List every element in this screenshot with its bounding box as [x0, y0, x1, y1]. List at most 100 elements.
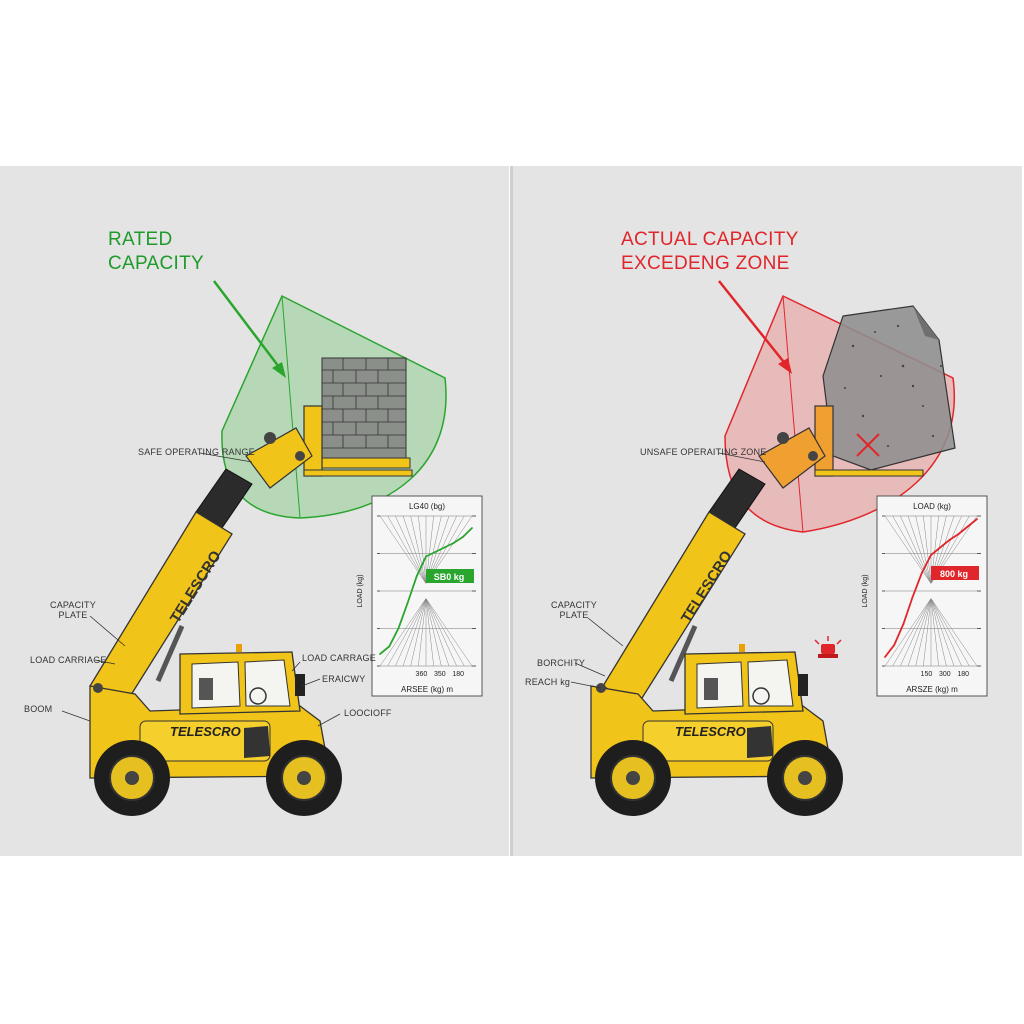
boom-label: BOOM	[24, 704, 53, 714]
reach-label: REACH kg	[525, 677, 571, 687]
leader-lines	[61, 452, 341, 727]
chart-point	[471, 527, 473, 529]
body-text-unsafe: TELESCRO	[675, 724, 746, 739]
unsafe-zone-label: UNSAFE OPERAITING ZONE	[640, 447, 767, 457]
forks-unsafe	[814, 469, 924, 477]
chart-fan-line	[907, 598, 932, 667]
chart-point	[388, 645, 391, 648]
chart-point	[930, 554, 932, 556]
chart-xlabel: ARSEE (kg) m	[401, 685, 453, 694]
warning-beacon-icon	[814, 636, 842, 658]
panel-unsafe: TELESCRO TELESCRO	[513, 166, 1022, 856]
rated-capacity-title: RATED CAPACITY	[108, 229, 205, 274]
chart-threshold-bar	[931, 566, 979, 580]
chart-threshold-bar	[426, 569, 474, 583]
load-carriage	[303, 405, 323, 477]
chart-fan-line	[387, 598, 427, 667]
chart-ylabel: LOAD (kg)	[862, 574, 869, 607]
chart-fan-line	[915, 598, 932, 667]
chart-point	[884, 656, 886, 658]
chart-point	[461, 536, 464, 538]
chart-point	[406, 602, 409, 604]
chart-fan-line	[418, 598, 427, 667]
chart-point	[443, 546, 446, 549]
chart-point	[434, 551, 437, 553]
chart-frame	[371, 495, 483, 697]
chart-point	[920, 572, 923, 574]
chart-point	[379, 653, 381, 655]
chart-fan-line	[900, 598, 932, 667]
chart-fan-line	[410, 515, 427, 584]
panel-safe: TELESCRO TELESCRO	[0, 166, 509, 856]
chart-x-tick-label: 180	[452, 671, 464, 678]
chart-title: LOAD (kg)	[913, 502, 951, 511]
safe-scene: TELESCRO TELESCRO	[61, 280, 483, 816]
safe-zone-edge	[281, 295, 301, 519]
front-wheel	[94, 740, 170, 816]
rear-wheel	[266, 740, 342, 816]
chart-fan-line	[425, 598, 465, 667]
chart-point	[966, 525, 969, 528]
chart-xlabel: ARSZE (kg) m	[906, 685, 958, 694]
chart-point	[397, 627, 400, 630]
chart-fan-line	[930, 598, 939, 667]
chart-fan-line	[915, 515, 932, 584]
chart-fan-line	[410, 598, 427, 667]
chart-fan-line	[395, 598, 427, 667]
body-text: TELESCRO	[170, 724, 241, 739]
chart-fan-line	[892, 515, 932, 584]
load-carriage-unsafe	[814, 405, 834, 477]
chart-fan-line	[425, 598, 457, 667]
chart-x-tick-label: 350	[434, 671, 446, 678]
chart-fan-line	[923, 598, 932, 667]
eraicwy-label: ERAICWY	[322, 674, 366, 684]
chart-fan-line	[425, 598, 473, 667]
chart-fan-line	[900, 515, 932, 584]
brick-load	[317, 357, 411, 469]
load-carriage-label: LOAD CARRIAGE	[30, 655, 107, 665]
safe-arrow-head	[272, 362, 286, 378]
chart-fan-line	[923, 515, 932, 584]
front-wheel-unsafe	[595, 740, 671, 816]
chart-threshold-label: 800 kg	[940, 569, 968, 579]
chart-point	[415, 575, 418, 577]
chart-point	[976, 518, 978, 520]
borchity-label: BORCHITY	[537, 658, 586, 668]
chart-fan-line	[930, 598, 947, 667]
chart-fan-line	[425, 598, 434, 667]
chart-point	[911, 596, 914, 598]
chart-point	[939, 546, 942, 549]
actual-capacity-title: ACTUAL CAPACITY EXCEDENG ZONE	[621, 229, 799, 274]
chart-point	[893, 644, 896, 646]
safe-arrow	[213, 280, 283, 372]
chart-fan-line	[930, 598, 962, 667]
unsafe-arrow-head	[778, 358, 792, 374]
chart-point	[948, 539, 951, 541]
safe-range-label: SAFE OPERATING RANGE	[138, 447, 255, 457]
panel-divider	[510, 166, 513, 856]
loocioff-label: LOOCIOFF	[344, 708, 392, 718]
chart-fan-line	[425, 598, 450, 667]
chart-fan-line	[395, 515, 427, 584]
chart-x-tick-label: 300	[939, 671, 951, 678]
unsafe-scene: TELESCRO TELESCRO	[570, 280, 988, 816]
chart-fan-line	[930, 598, 978, 667]
chart-threshold-label: SB0 kg	[434, 572, 465, 582]
chart-fan-line	[884, 598, 932, 667]
chart-title: LG40 (bg)	[409, 502, 445, 511]
chart-fan-line	[884, 515, 932, 584]
chart-fan-line	[402, 598, 427, 667]
chart-frame	[876, 495, 988, 697]
chart-x-tick-label: 150	[921, 671, 933, 678]
chart-x-tick-label: 360	[416, 671, 428, 678]
chart-fan-line	[930, 598, 970, 667]
capacity-plate-label: CAPACITY PLATE	[50, 600, 96, 620]
chart-fan-line	[425, 598, 442, 667]
chart-fan-line	[418, 515, 427, 584]
load-carriage-label-right: LOAD CARRAGE	[302, 653, 376, 663]
forks	[303, 469, 413, 477]
lift-cylinder	[155, 625, 185, 682]
chart-point	[452, 542, 455, 544]
